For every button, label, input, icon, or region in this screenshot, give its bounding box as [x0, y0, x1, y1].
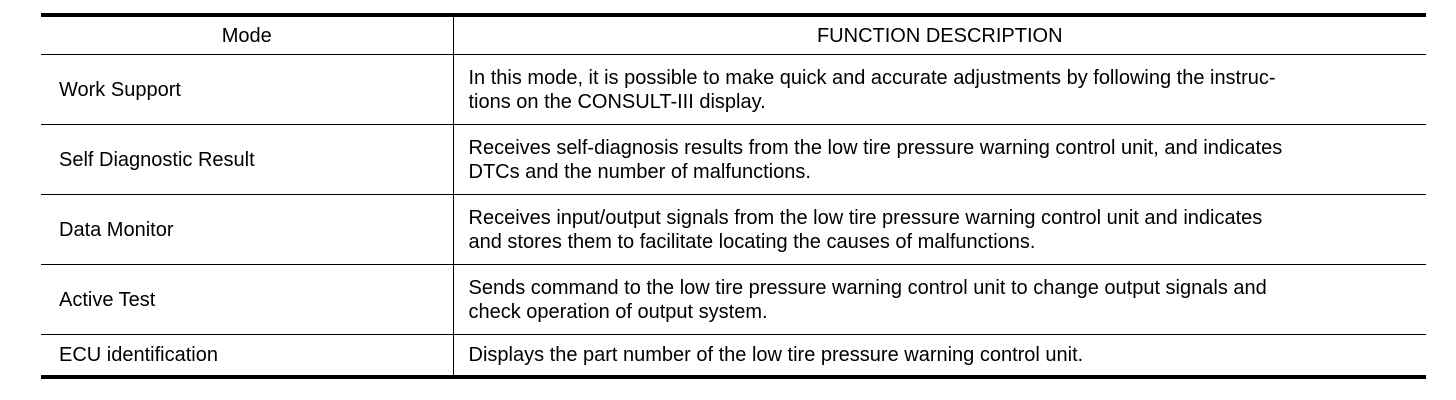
header-row: Mode FUNCTION DESCRIPTION	[41, 15, 1426, 55]
mode-cell: Data Monitor	[41, 194, 454, 265]
description-line: Sends command to the low tire pressure w…	[468, 276, 1267, 299]
description-line: and stores them to facilitate locating t…	[468, 230, 1036, 253]
description-line: In this mode, it is possible to make qui…	[468, 66, 1276, 89]
table-row: Data Monitor Receives input/output signa…	[41, 194, 1426, 265]
description-line: tions on the CONSULT-III display.	[468, 90, 766, 113]
description-line: Displays the part number of the low tire…	[468, 344, 1084, 366]
description-cell: Sends command to the low tire pressure w…	[453, 264, 1426, 335]
description-cell: Displays the part number of the low tire…	[453, 335, 1426, 378]
table-body: Work Support In this mode, it is possibl…	[41, 54, 1426, 378]
table-header: Mode FUNCTION DESCRIPTION	[41, 15, 1426, 55]
table-row: Work Support In this mode, it is possibl…	[41, 54, 1426, 125]
header-mode: Mode	[41, 15, 454, 55]
table-row: Self Diagnostic Result Receives self-dia…	[41, 124, 1426, 195]
mode-cell: Work Support	[41, 54, 454, 125]
mode-cell: Self Diagnostic Result	[41, 124, 454, 195]
function-description-table: Mode FUNCTION DESCRIPTION Work Support I…	[41, 13, 1426, 379]
description-cell: In this mode, it is possible to make qui…	[453, 54, 1426, 125]
description-line: Receives self-diagnosis results from the…	[468, 136, 1283, 159]
description-cell: Receives self-diagnosis results from the…	[453, 124, 1426, 195]
description-cell: Receives input/output signals from the l…	[453, 194, 1426, 265]
description-line: Receives input/output signals from the l…	[468, 206, 1263, 229]
description-line: check operation of output system.	[468, 300, 768, 323]
description-line: DTCs and the number of malfunctions.	[468, 160, 811, 183]
mode-cell: Active Test	[41, 264, 454, 335]
mode-cell: ECU identification	[41, 334, 454, 377]
table-row: Active Test Sends command to the low tir…	[41, 264, 1426, 335]
header-function-description: FUNCTION DESCRIPTION	[453, 15, 1426, 55]
table-row: ECU identification Displays the part num…	[41, 334, 1426, 378]
